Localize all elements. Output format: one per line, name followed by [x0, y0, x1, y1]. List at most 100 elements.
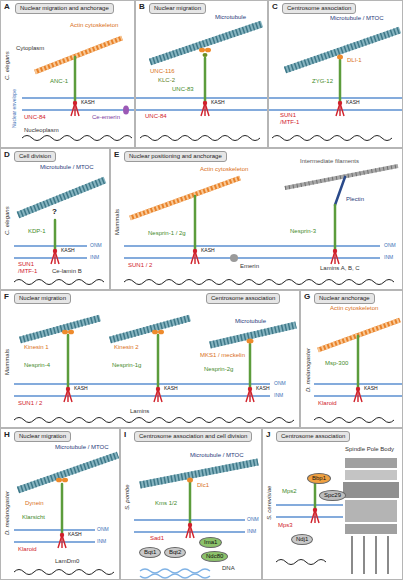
- microtubule: [18, 180, 105, 215]
- actin-filament: [130, 178, 240, 218]
- actin-filament: [130, 178, 240, 218]
- membrane-lines: [14, 383, 270, 384]
- protein-label: Microtubule / MTOC: [55, 444, 109, 451]
- microtubule: [150, 24, 262, 62]
- sun-protein: [354, 387, 362, 402]
- node-text: Ima1: [204, 539, 217, 545]
- sun-protein: [336, 101, 344, 116]
- protein-label: MKS1 / meckelin: [200, 352, 245, 359]
- intermediate-filament: [285, 166, 398, 205]
- protein-label: Ce-emerin: [92, 114, 120, 121]
- protein-label: INM: [90, 255, 99, 261]
- membrane-lines: [135, 109, 268, 110]
- kash-protein: [204, 58, 207, 102]
- chromatin: [14, 280, 104, 285]
- motor-protein: [56, 478, 68, 483]
- protein-label: UNC-116: [150, 68, 175, 75]
- protein-label: Nesprin-1g: [112, 362, 141, 369]
- motor-protein: [123, 106, 129, 115]
- panel-title: Centrosome association: [276, 431, 350, 442]
- motor-protein: [203, 53, 208, 57]
- protein-label: ONM: [90, 243, 102, 249]
- panel-title: Nuclear migration: [14, 293, 71, 304]
- protein-label: Nesprin-1 / 2g: [148, 230, 186, 237]
- protein-label: Emerin: [240, 263, 259, 270]
- sun-protein: [51, 101, 362, 548]
- microtubule: [150, 24, 262, 62]
- protein-label: SUN1 /MTF-1: [280, 112, 306, 126]
- microtubule: [210, 325, 296, 345]
- node-text: Ndj1: [296, 536, 308, 542]
- chromatin: [14, 136, 394, 579]
- protein-label: KASH: [256, 386, 270, 392]
- species-label: C. elegans: [4, 206, 11, 235]
- node-text: Centrosome association: [287, 5, 351, 11]
- node-text: Bbp1: [312, 475, 326, 481]
- protein-label: Cytoplasm: [16, 45, 44, 52]
- panel-title: Nuclear migration and anchorage: [15, 3, 114, 14]
- protein-label: SUN1 / 2: [128, 262, 152, 269]
- protein-label: KASH: [61, 248, 75, 254]
- membrane-lines: [14, 98, 403, 542]
- protein-label: Klaroid: [18, 546, 37, 553]
- protein-label: Actin cytoskeleton: [70, 22, 118, 29]
- protein-oval: Ndj1: [291, 534, 313, 545]
- protein-label: Nesprin-2g: [204, 366, 233, 373]
- microtubule: [110, 318, 190, 340]
- protein-label: INM: [384, 255, 393, 261]
- membrane-lines: [22, 97, 135, 98]
- protein-label: UNC-83: [172, 86, 194, 93]
- node-text: Ndc80: [206, 553, 223, 559]
- node-text: Nuclear positioning and anchorage: [129, 153, 222, 159]
- protein-label: SUN1 / 2: [18, 400, 42, 407]
- motor-protein: [337, 55, 343, 60]
- chromatin: [140, 136, 260, 141]
- sun-protein: [186, 523, 194, 538]
- chromatin: [276, 560, 326, 565]
- membrane-lines: [276, 504, 343, 505]
- spindle-pole-body: [351, 536, 353, 574]
- protein-label: Actin cytoskeleton: [330, 305, 378, 312]
- protein-label: Spindle Pole Body: [345, 446, 394, 453]
- protein-label: Ce-lamin B: [52, 268, 82, 275]
- spindle-pole-body: [345, 500, 397, 522]
- kash-protein: [54, 220, 57, 250]
- protein-oval: Bqt2: [164, 547, 186, 558]
- sun-protein: [154, 387, 162, 402]
- spindle-pole-body: [345, 458, 397, 468]
- panel-title: Nuclear migration: [149, 3, 206, 14]
- chromatin: [140, 569, 210, 573]
- spindle-pole-body: [345, 470, 397, 480]
- spindle-pole-body: [343, 482, 399, 498]
- microtubule: [18, 455, 118, 490]
- protein-label: KASH: [346, 100, 360, 106]
- microtubule: [210, 325, 296, 345]
- protein-label: Msp-300: [325, 360, 348, 367]
- protein-label: Klaroid: [318, 400, 337, 407]
- membrane-lines: [14, 395, 270, 396]
- species-label: Mammals: [4, 349, 11, 375]
- motor-protein: [152, 330, 164, 335]
- protein-label: DLI-1: [347, 57, 362, 64]
- microtubule: [140, 462, 258, 485]
- kash-protein: [157, 335, 160, 388]
- panel-frame: FNuclear migrationCentrosome association: [0, 290, 300, 428]
- panel-letter: H: [4, 431, 10, 439]
- protein-label: Nesprin-4: [24, 362, 50, 369]
- protein-label: Lamins: [130, 408, 149, 415]
- protein-label: Dynein: [25, 500, 44, 507]
- protein-label: Microtubule / MTOC: [190, 452, 244, 459]
- chromatin: [14, 418, 294, 423]
- protein-label: KASH: [81, 100, 95, 106]
- chromatin: [124, 280, 394, 285]
- microtubule: [285, 30, 400, 70]
- chromatin: [314, 418, 394, 423]
- spindle-pole-body: [363, 536, 365, 574]
- membrane-lines: [124, 257, 380, 258]
- panel-letter: D: [4, 151, 10, 159]
- spindle-pole-body: [343, 458, 399, 574]
- panel-letter: A: [4, 3, 10, 11]
- species-label: D. melanogaster: [4, 491, 11, 535]
- actin-filament: [35, 38, 122, 72]
